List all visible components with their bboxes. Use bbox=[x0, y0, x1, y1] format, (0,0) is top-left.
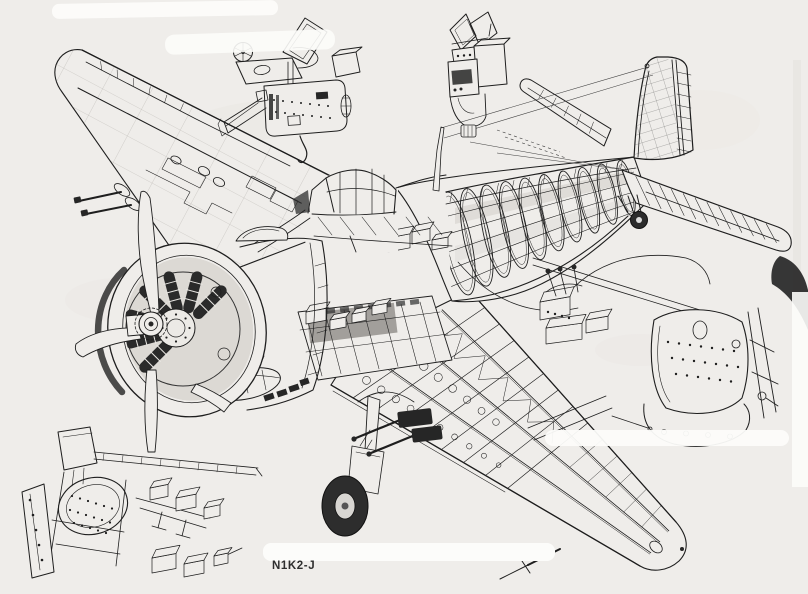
ammo-chute bbox=[217, 89, 269, 137]
starboard-wing-cannons bbox=[351, 408, 443, 457]
port-tailplane bbox=[519, 78, 612, 147]
main-landing-gear bbox=[321, 395, 385, 537]
rear-fuselage bbox=[351, 156, 650, 312]
antenna-wires bbox=[440, 66, 654, 139]
cockpit-canopy bbox=[293, 168, 453, 331]
tailwheel bbox=[617, 194, 648, 229]
cockpit-interior-cutaway bbox=[305, 216, 453, 331]
exhaust-stubs bbox=[263, 377, 310, 402]
tail-fin bbox=[633, 56, 694, 161]
inset-pilot-seat bbox=[527, 254, 808, 447]
propeller-hub bbox=[125, 307, 168, 341]
rear-fuselage-frames bbox=[446, 160, 636, 296]
rudder bbox=[676, 71, 692, 153]
inset-cockpit-interior bbox=[21, 426, 263, 579]
inset-gunsight bbox=[217, 17, 363, 164]
inset-radio bbox=[447, 11, 511, 138]
port-wing bbox=[54, 49, 363, 285]
leader-lines bbox=[469, 129, 627, 171]
starboard-tailplane bbox=[621, 169, 792, 252]
port-wing-cannons bbox=[73, 183, 142, 217]
caption-label: N1K2-J bbox=[272, 560, 315, 572]
propeller bbox=[74, 190, 232, 453]
antenna-mast bbox=[432, 126, 445, 192]
white-patches bbox=[52, 0, 808, 561]
